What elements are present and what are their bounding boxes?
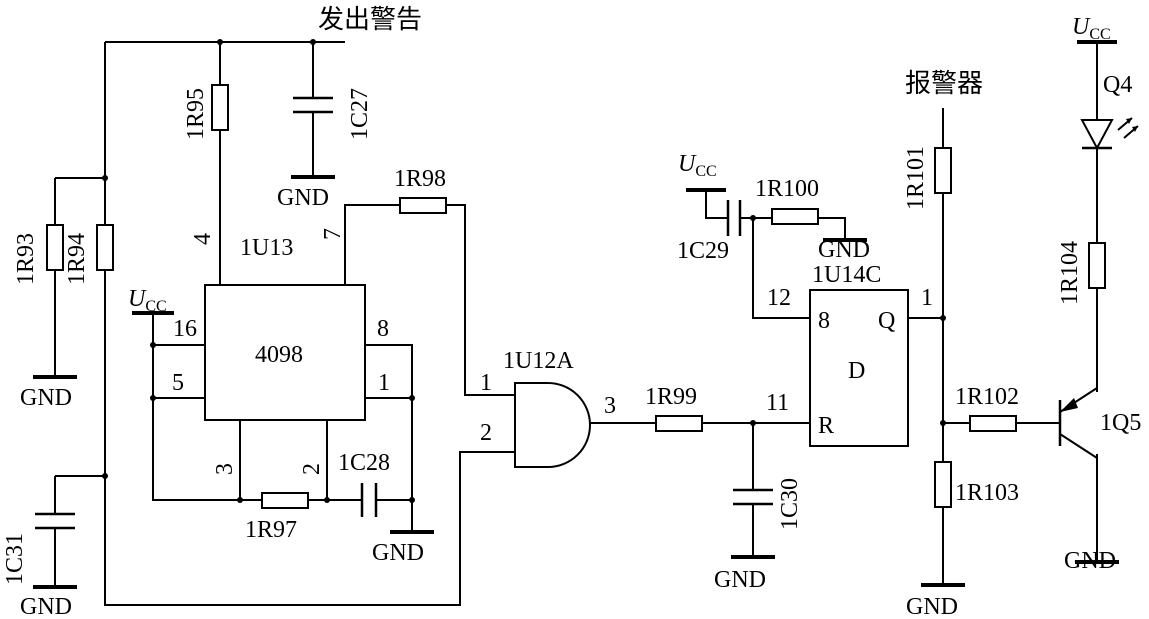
gnd-label-r103: GND bbox=[906, 594, 958, 619]
label-1c31: 1C31 bbox=[2, 533, 28, 585]
u13-pin-8: 8 bbox=[377, 316, 389, 342]
resistor-1r99 bbox=[655, 415, 703, 432]
label-1c30: 1C30 bbox=[777, 478, 803, 530]
resistors bbox=[46, 84, 1106, 509]
supply-bars bbox=[132, 40, 1117, 315]
label-1q5: 1Q5 bbox=[1100, 410, 1141, 436]
label-1r99: 1R99 bbox=[645, 384, 697, 410]
label-1c27: 1C27 bbox=[347, 88, 373, 140]
label-1r97: 1R97 bbox=[245, 517, 297, 543]
ucc-label-right: UCC bbox=[1072, 14, 1111, 43]
ic-dflipflop-body bbox=[809, 289, 909, 447]
u13-ref-label: 1U13 bbox=[240, 235, 293, 261]
u14c-pin-11: 11 bbox=[766, 390, 789, 416]
u12a-pin-1: 1 bbox=[480, 370, 492, 396]
resistor-1r94 bbox=[96, 224, 114, 271]
junction-dots bbox=[102, 39, 946, 503]
u14c-type-label: D bbox=[848, 358, 865, 384]
label-1r95: 1R95 bbox=[183, 88, 209, 140]
resistor-1r95 bbox=[211, 84, 229, 131]
u13-pin-1: 1 bbox=[378, 370, 390, 396]
u13-pin-4: 4 bbox=[190, 233, 216, 245]
alarm-label: 报警器 bbox=[905, 69, 983, 99]
label-1r100: 1R100 bbox=[755, 176, 819, 202]
and-gate bbox=[514, 382, 591, 468]
transistor-symbol bbox=[1058, 387, 1101, 459]
resistor-1r100 bbox=[771, 208, 819, 225]
gnd-label-c28: GND bbox=[372, 540, 424, 566]
label-q4: Q4 bbox=[1103, 72, 1132, 98]
resistor-1r104 bbox=[1088, 242, 1106, 289]
gnd-label-c31: GND bbox=[20, 594, 72, 619]
ic-4098-body bbox=[204, 284, 366, 421]
label-1r94: 1R94 bbox=[64, 233, 90, 285]
capacitors bbox=[35, 96, 773, 530]
ground-bars bbox=[33, 175, 1119, 589]
label-1r102: 1R102 bbox=[955, 384, 1019, 410]
label-1r93: 1R93 bbox=[13, 233, 39, 285]
resistor-1r103 bbox=[934, 461, 952, 508]
ucc-label-left: UCC bbox=[128, 286, 167, 315]
label-1r98: 1R98 bbox=[394, 166, 446, 192]
ucc-label-mid: UCC bbox=[678, 151, 717, 180]
gnd-label-r100: GND bbox=[818, 237, 870, 263]
u12a-pin-2: 2 bbox=[480, 420, 492, 446]
u14c-inner-q: Q bbox=[878, 308, 895, 334]
led-symbol bbox=[1080, 117, 1139, 151]
resistor-1r102 bbox=[969, 415, 1017, 432]
u13-pin-7: 7 bbox=[320, 228, 346, 240]
u14c-inner-8: 8 bbox=[818, 308, 830, 334]
u14c-inner-r: R bbox=[818, 413, 834, 439]
gnd-label-c30: GND bbox=[714, 567, 766, 593]
u13-type-label: 4098 bbox=[255, 342, 303, 368]
resistor-1r97 bbox=[261, 492, 309, 509]
warning-output-label: 发出警告 bbox=[318, 5, 422, 35]
u13-pin-3: 3 bbox=[212, 463, 238, 475]
u14c-pin-12: 12 bbox=[767, 285, 791, 311]
label-1r101: 1R101 bbox=[903, 146, 929, 210]
gnd-label-q5: GND bbox=[1064, 548, 1116, 574]
u13-pin-16: 16 bbox=[173, 316, 197, 342]
u12a-pin-3: 3 bbox=[604, 393, 616, 419]
resistor-1r101 bbox=[934, 147, 952, 194]
label-1c28: 1C28 bbox=[338, 450, 390, 476]
gnd-label-r93: GND bbox=[20, 385, 72, 411]
u14c-pin-1: 1 bbox=[921, 285, 933, 311]
resistor-1r98 bbox=[399, 197, 447, 214]
u12a-ref-label: 1U12A bbox=[503, 348, 574, 374]
label-1c29: 1C29 bbox=[677, 238, 729, 264]
u14c-ref-label: 1U14C bbox=[812, 262, 881, 288]
u13-pin-2: 2 bbox=[299, 463, 325, 475]
label-1r104: 1R104 bbox=[1057, 241, 1083, 305]
u13-pin-5: 5 bbox=[172, 370, 184, 396]
label-1r103: 1R103 bbox=[955, 480, 1019, 506]
resistor-1r93 bbox=[46, 224, 64, 271]
gnd-label-c27: GND bbox=[277, 185, 329, 211]
